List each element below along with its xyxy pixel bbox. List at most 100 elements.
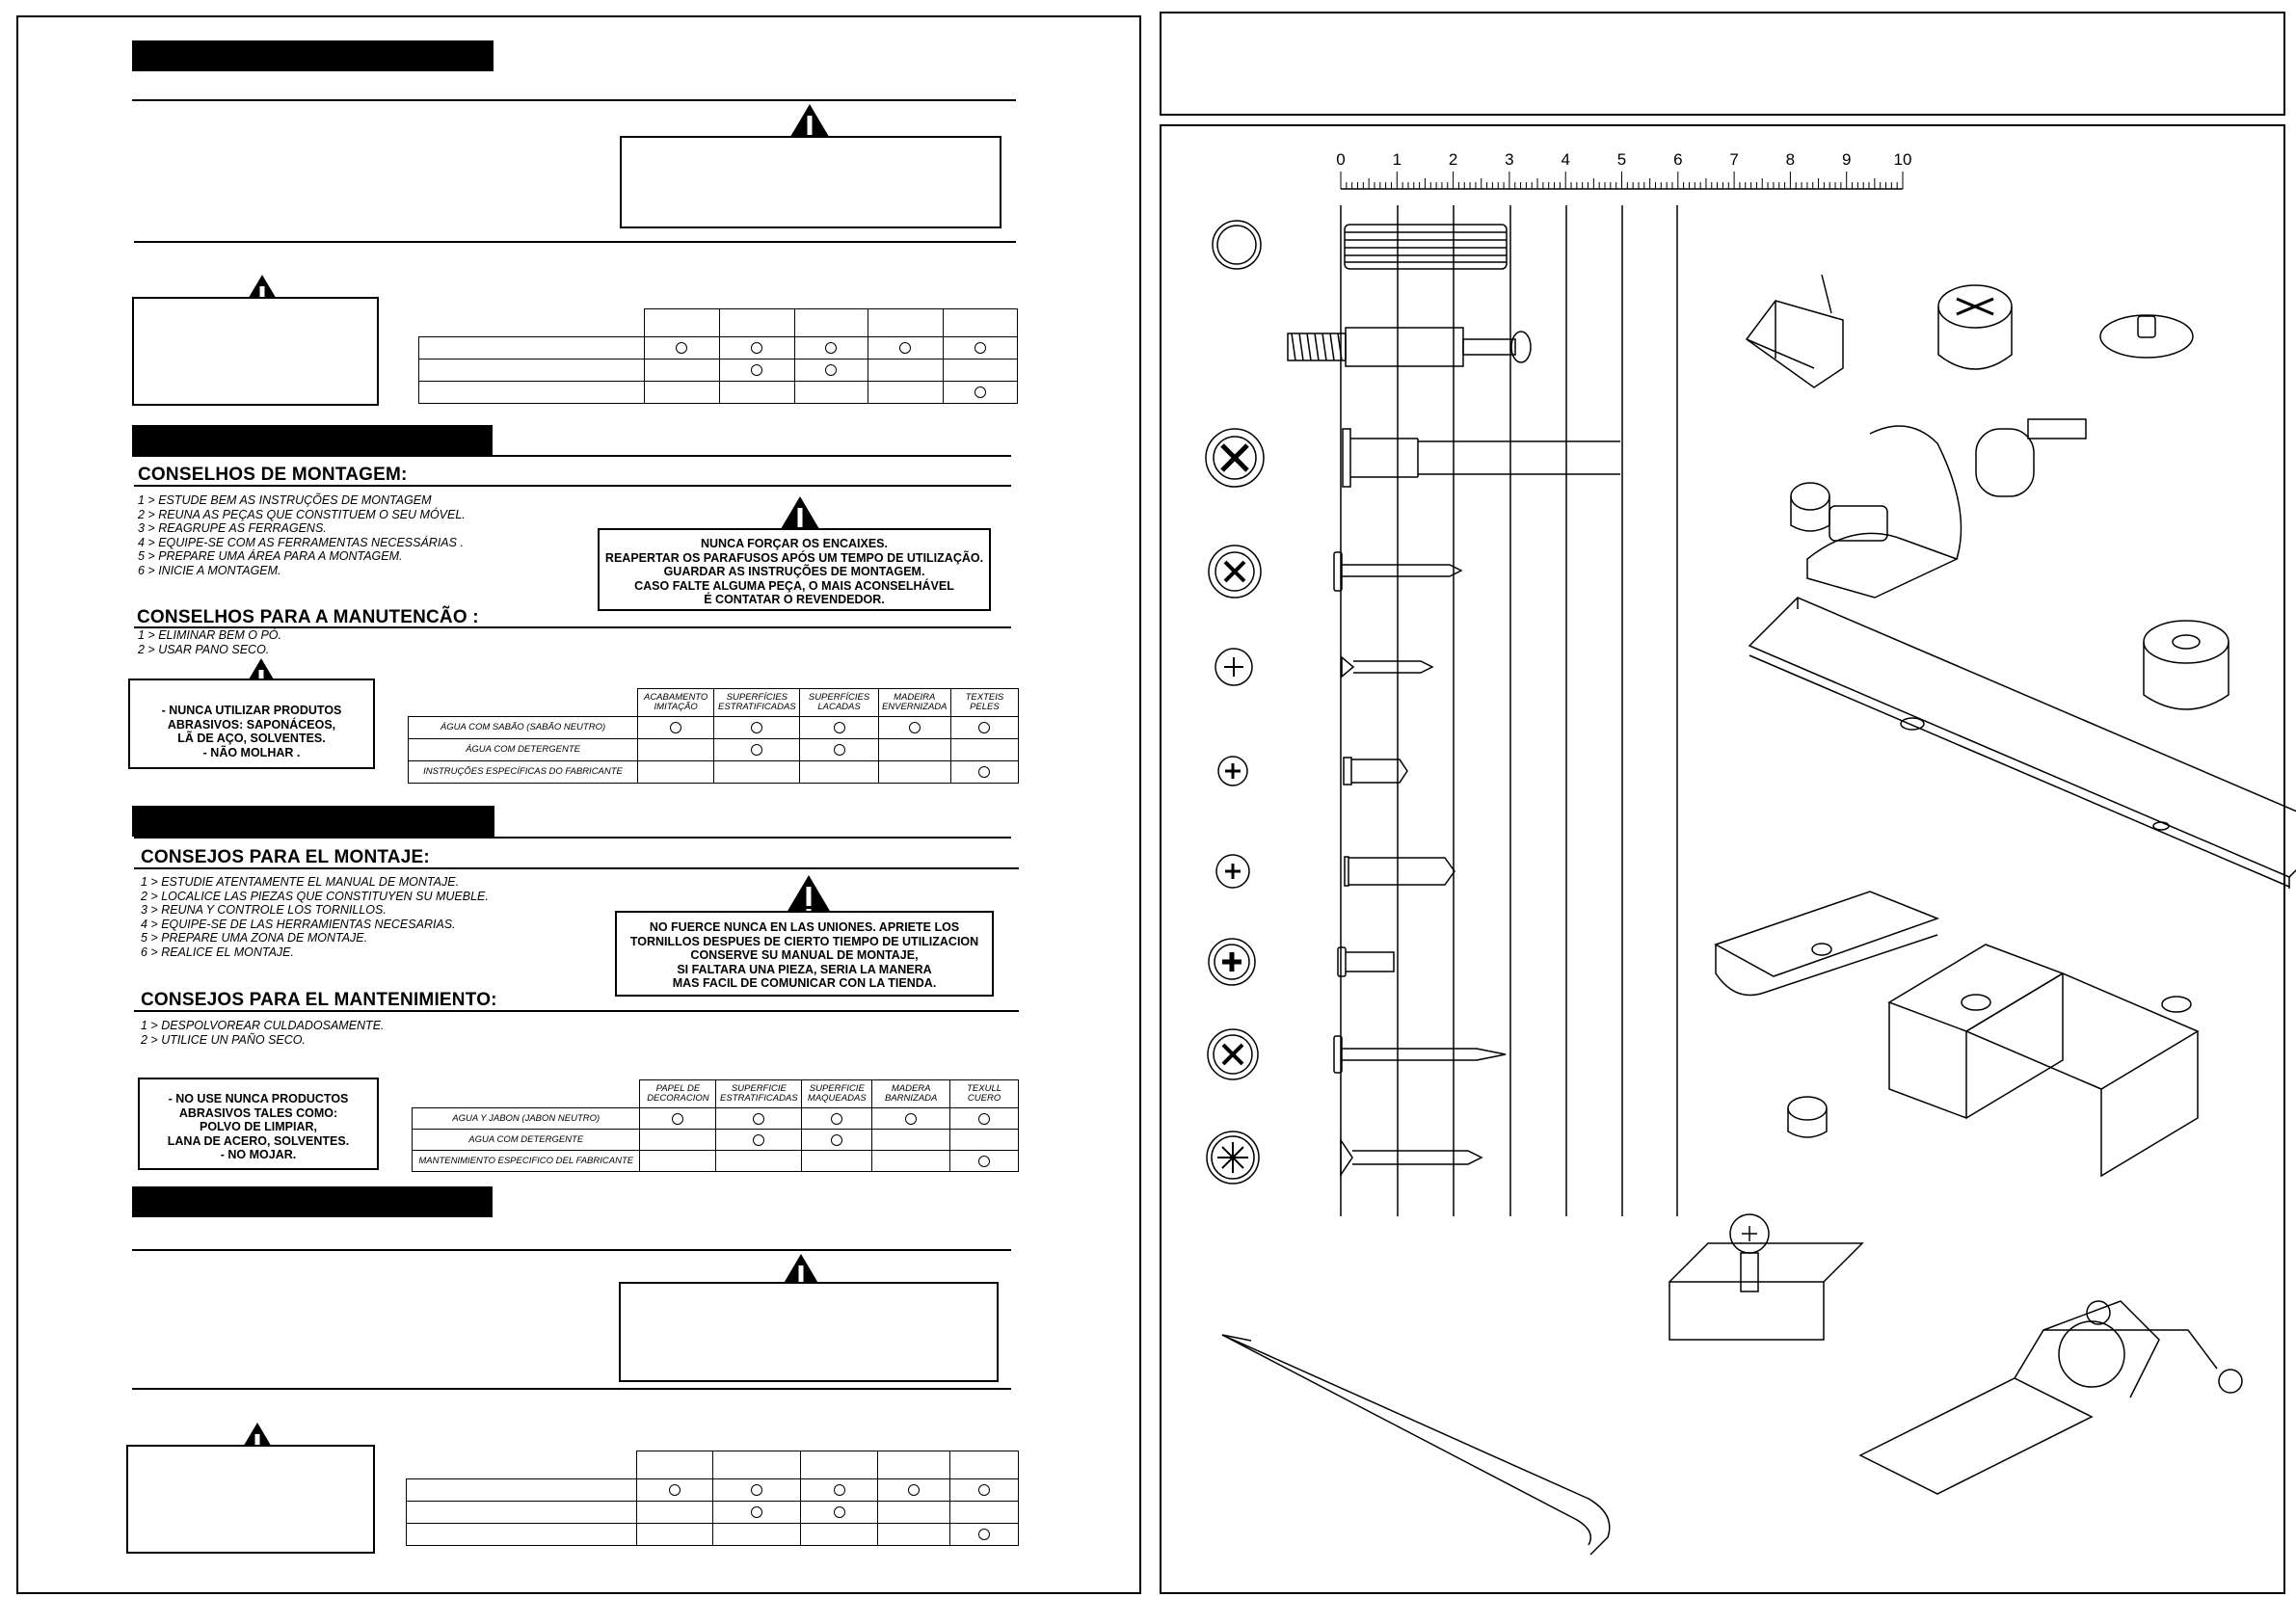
empty-warning-box	[620, 136, 1001, 228]
list-item: 2 > REUNA AS PEÇAS QUE CONSTITUEM O SEU …	[138, 507, 466, 521]
pt-maintenance-heading: CONSELHOS PARA A MANUTENCÃO :	[137, 607, 479, 627]
list-item: 5 > PREPARE UMA ZONA DE MONTAJE.	[141, 931, 368, 945]
mark-circle	[825, 342, 838, 354]
mark-circle	[978, 1484, 991, 1496]
section-rule	[132, 1249, 1011, 1251]
warning-line: TORNILLOS DESPUES DE CIERTO TIEMPO DE UT…	[629, 934, 979, 948]
mark-circle	[825, 364, 838, 376]
table-row	[418, 359, 1018, 382]
es-maintenance-heading: CONSEJOS PARA EL MANTENIMIENTO:	[141, 990, 497, 1010]
section-rule	[132, 455, 1011, 457]
ruler-label: 7	[1729, 150, 1738, 169]
ruler-label: 4	[1561, 150, 1569, 169]
section-bar-2	[132, 425, 493, 456]
list-item: 2 > USAR PANO SECO.	[138, 642, 270, 656]
caution-line: - NÃO MOLHAR .	[202, 745, 301, 759]
mark-circle	[978, 1112, 991, 1125]
mark-circle	[753, 1112, 765, 1125]
mark-circle	[899, 342, 912, 354]
caution-line: LÃ DE AÇO, SOLVENTES.	[177, 732, 326, 746]
es-warning-box: NO FUERCE NUNCA EN LAS UNIONES. APRIETE …	[615, 911, 994, 997]
corner-bracket-icon	[1887, 944, 2200, 1178]
section-rule	[134, 626, 1011, 628]
es-assembly-steps: 1 > ESTUDIE ATENTAMENTE EL MANUAL DE MON…	[141, 875, 489, 960]
ruler-label: 8	[1786, 150, 1795, 169]
caution-line: ABRASIVOS TALES COMO:	[178, 1105, 338, 1120]
mark-circle	[672, 1112, 684, 1125]
ruler-label: 9	[1842, 150, 1851, 169]
care-table-empty-top	[418, 308, 1018, 404]
section-rule	[134, 241, 1016, 243]
hinge-plate-icon	[1669, 1213, 1864, 1341]
ruler-label: 5	[1617, 150, 1626, 169]
mark-circle	[750, 1506, 762, 1518]
mark-circle	[831, 1112, 843, 1125]
hinge-icon	[1858, 1300, 2243, 1495]
warning-line: REAPERTAR OS PARAFUSOS APÓS UM TEMPO DE …	[604, 550, 984, 565]
section-rule	[132, 99, 1016, 101]
table-row	[405, 1478, 1019, 1502]
caution-line: - NO MOJAR.	[220, 1148, 297, 1162]
empty-caution-box	[132, 297, 379, 406]
screw-icon	[1207, 1028, 1507, 1080]
list-item: 6 > INICIE A MONTAGEM.	[138, 563, 281, 577]
warning-line: É CONTATAR O REVENDEDOR.	[704, 593, 885, 607]
section-rule	[132, 1388, 1011, 1390]
section-rule	[134, 485, 1011, 487]
table-row	[405, 1523, 1019, 1546]
empty-warning-box	[619, 1282, 999, 1382]
pt-caution-box: - NUNCA UTILIZAR PRODUTOS ABRASIVOS: SAP…	[128, 679, 375, 769]
mark-circle	[974, 342, 986, 354]
warning-line: CONSERVE SU MANUAL DE MONTAJE,	[690, 948, 919, 963]
list-item: 2 > LOCALICE LAS PIEZAS QUE CONSTITUYEN …	[141, 889, 489, 903]
mark-circle	[751, 722, 763, 733]
es-caution-box: - NO USE NUNCA PRODUCTOS ABRASIVOS TALES…	[138, 1078, 379, 1170]
warning-line: SI FALTARA UNA PIEZA, SERIA LA MANERA	[677, 962, 932, 976]
section-rule	[134, 867, 1019, 869]
section-rule	[134, 1010, 1019, 1012]
mark-circle	[750, 1484, 762, 1496]
table-row: INSTRUÇÕES ESPECÍFICAS DO FABRICANTE	[407, 760, 1020, 784]
mark-circle	[974, 386, 986, 398]
es-maintenance-steps: 1 > DESPOLVOREAR CULDADOSAMENTE. 2 > UTI…	[141, 1019, 385, 1047]
list-item: 6 > REALICE EL MONTAJE.	[141, 945, 294, 959]
warning-line: CASO FALTE ALGUMA PEÇA, O MAIS ACONSELHÁ…	[634, 578, 954, 593]
caution-line: POLVO DE LIMPIAR,	[200, 1120, 317, 1134]
list-item: 1 > ELIMINAR BEM O PÓ.	[138, 628, 281, 642]
list-item: 1 > ESTUDIE ATENTAMENTE EL MANUAL DE MON…	[141, 875, 460, 889]
pt-assembly-heading: CONSELHOS DE MONTAGEM:	[138, 465, 408, 485]
mark-circle	[908, 722, 921, 733]
warning-line: MAS FACIL DE COMUNICAR CON LA TIENDA.	[672, 976, 937, 991]
mark-circle	[905, 1112, 918, 1125]
screw-icon	[1215, 854, 1455, 889]
list-item: 4 > EQUIPE-SE COM AS FERRAMENTAS NECESSÁ…	[138, 535, 464, 549]
section-bar-1	[132, 40, 494, 71]
pin-cap-icon	[1787, 1096, 1828, 1138]
caution-line: LANA DE ACERO, SOLVENTES.	[167, 1133, 350, 1148]
care-table-empty-bottom	[405, 1451, 1019, 1546]
list-item: 3 > REAGRUPE AS FERRAGENS.	[138, 521, 327, 536]
dowel-icon	[1212, 220, 1508, 270]
mark-circle	[833, 744, 845, 756]
caution-line: ABRASIVOS: SAPONÁCEOS,	[167, 717, 336, 732]
mark-circle	[978, 1529, 991, 1540]
cover-cap-icon	[2099, 314, 2194, 359]
mark-circle	[751, 744, 763, 756]
warning-line: NO FUERCE NUNCA EN LAS UNIONES. APRIETE …	[649, 920, 960, 934]
mark-circle	[978, 766, 991, 778]
screw-icon	[1208, 938, 1395, 986]
shelf-pin-icon	[1790, 482, 1888, 542]
es-assembly-heading: CONSEJOS PARA EL MONTAJE:	[141, 847, 430, 867]
hook-screw-icon	[1221, 1334, 1611, 1556]
pt-assembly-steps: 1 > ESTUDE BEM AS INSTRUÇÕES DE MONTAGEM…	[138, 493, 466, 578]
screw-icon	[1208, 545, 1463, 599]
mark-circle	[751, 364, 763, 376]
mark-circle	[908, 1484, 921, 1496]
ruler-label: 10	[1894, 150, 1912, 169]
list-item: 5 > PREPARE UMA ÁREA PARA A MONTAGEM.	[138, 549, 403, 564]
